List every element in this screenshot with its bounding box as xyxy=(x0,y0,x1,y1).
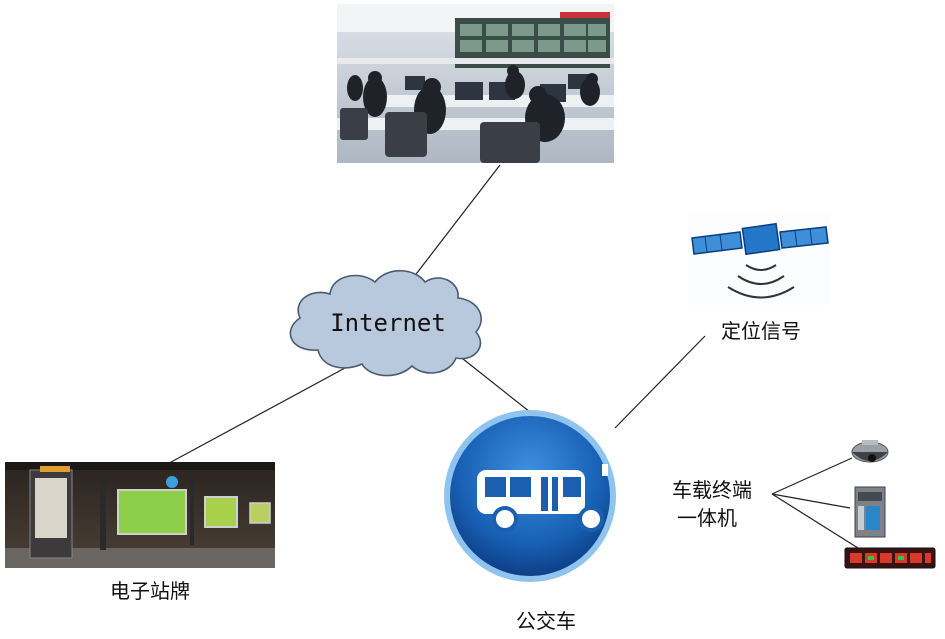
dome-camera-icon xyxy=(851,440,889,463)
satellite-icon xyxy=(688,213,830,305)
line-internet-stop xyxy=(159,367,346,469)
connection-lines xyxy=(159,164,859,549)
control-center-photo xyxy=(337,4,614,163)
internet-label: Internet xyxy=(330,309,446,337)
line-terminal-camera xyxy=(771,457,853,495)
positioning-signal-label: 定位信号 xyxy=(721,319,801,343)
line-terminal-led xyxy=(771,493,859,549)
line-internet-bus xyxy=(457,354,531,413)
terminal-device-icon xyxy=(854,486,886,538)
line-signal-bus xyxy=(614,335,706,429)
line-terminal-device xyxy=(771,493,851,509)
onboard-terminal-label-line1: 车载终端 xyxy=(672,478,752,502)
led-display-icon xyxy=(844,547,936,569)
bus-icon xyxy=(444,410,616,582)
internet-cloud xyxy=(289,270,482,377)
e-stop-sign-label: 电子站牌 xyxy=(110,579,190,603)
onboard-terminal-label-line2: 一体机 xyxy=(677,506,737,530)
bus-stop-photo xyxy=(5,462,275,568)
bus-label: 公交车 xyxy=(516,609,576,633)
line-center-internet xyxy=(409,164,501,283)
